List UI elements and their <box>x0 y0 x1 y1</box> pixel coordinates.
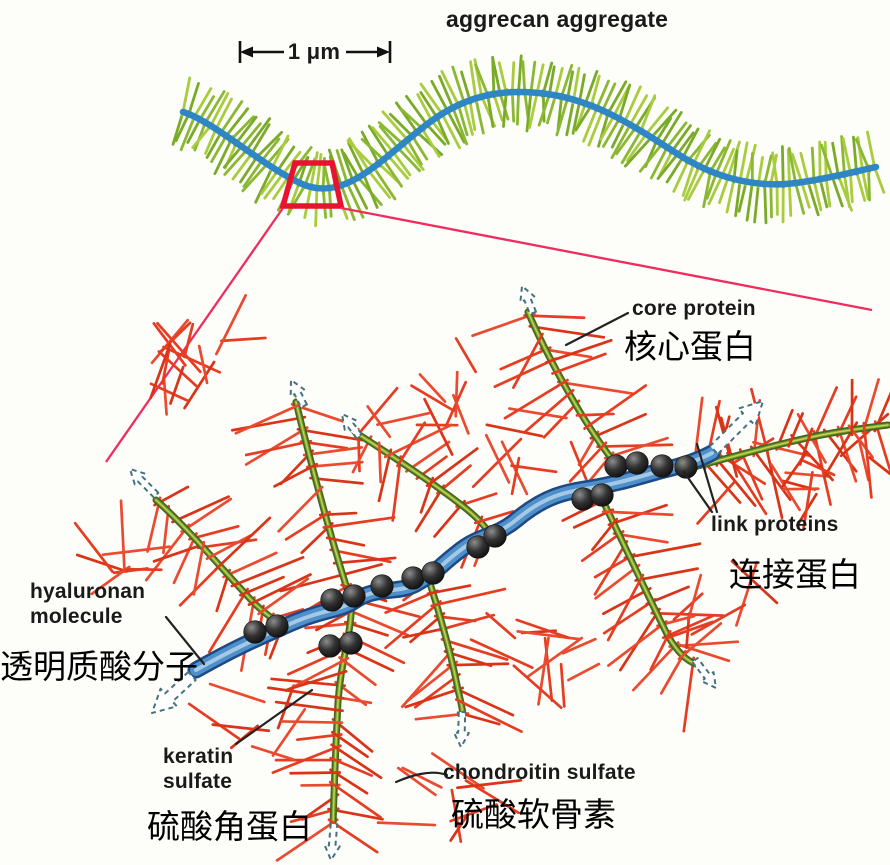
link-proteins-pointer <box>682 470 714 514</box>
top-hyaluronan-backbone <box>179 88 880 192</box>
zoom-box <box>279 160 345 209</box>
scale-arrow-right <box>377 46 390 58</box>
core-proteins <box>152 308 890 830</box>
label-pointer-lines <box>164 311 719 784</box>
zoom-line-right <box>340 206 873 312</box>
diagram-title: aggrecan aggregate <box>446 6 669 32</box>
hyaluronan-molecule-rope <box>187 444 721 679</box>
chondroitin-sulfate-label-en: chondroitin sulfate <box>443 761 636 784</box>
chondroitin-sulfate-chains-front <box>119 294 874 854</box>
continuation-arrows <box>129 285 764 861</box>
scale-bar-label: 1 μm <box>287 39 341 64</box>
scale-arrow-left <box>240 46 253 58</box>
aggrecan-bristles <box>171 54 886 228</box>
chondroitin-sulfate-label-zh: 硫酸软骨素 <box>451 795 616 834</box>
hyaluronan-label-en: hyaluronan molecule <box>30 580 146 628</box>
hyaluronan-pointer <box>164 615 206 666</box>
chondroitin-pointer <box>394 771 449 784</box>
link-proteins-spheres <box>243 451 698 658</box>
keratin-sulfate-label-zh: 硫酸角蛋白 <box>147 807 312 846</box>
link-proteins-pointer <box>695 442 719 514</box>
core-protein-label-en: core protein <box>632 297 756 320</box>
core-protein-label-zh: 核心蛋白 <box>624 327 756 366</box>
link-proteins-label-zh: 连接蛋白 <box>729 555 861 594</box>
hyaluronan-label-zh: 透明质酸分子 <box>0 647 198 686</box>
core-protein-pointer <box>564 311 630 347</box>
link-proteins-label-en: link proteins <box>711 513 839 536</box>
keratin-pointer <box>234 688 314 746</box>
keratin-sulfate-label-en: keratin sulfate <box>163 745 234 793</box>
zoom-line-left <box>105 207 284 463</box>
scale-bar <box>238 41 392 63</box>
